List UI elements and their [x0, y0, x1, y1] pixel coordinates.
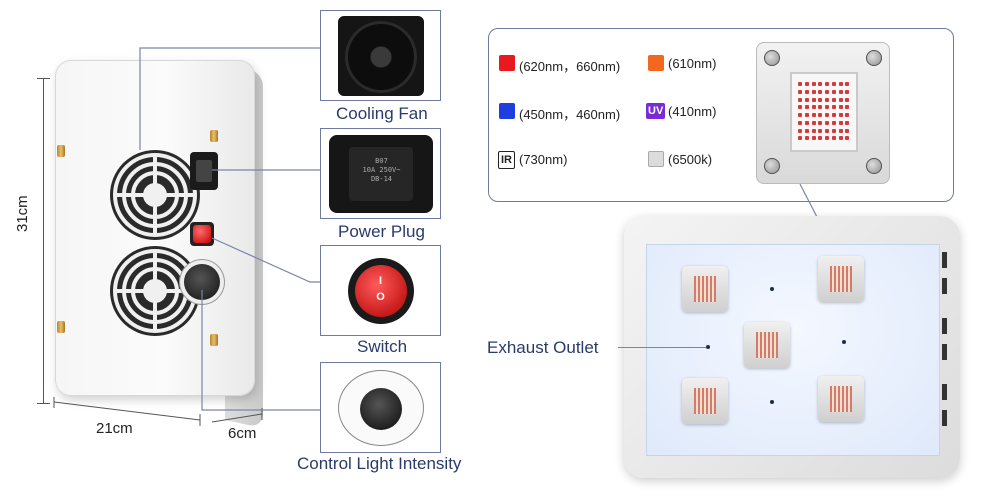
front-side-vent [942, 278, 947, 294]
legend-blue-text: (450nm，460nm) [519, 107, 621, 122]
cooling-fan-label: Cooling Fan [336, 104, 428, 123]
exhaust-hole [706, 345, 710, 349]
control-light-intensity-callout [320, 362, 441, 453]
control-light-intensity-label: Control Light Intensity [297, 454, 462, 473]
chip-screw [764, 158, 780, 174]
exhaust-hole [842, 340, 846, 344]
switch-marking-off: O [376, 290, 385, 303]
switch-marking-on: I [378, 274, 383, 287]
legend-ir-text: (730nm) [519, 152, 568, 167]
mounting-screw [210, 334, 218, 346]
chip-screw [866, 158, 882, 174]
front-side-vent [942, 410, 947, 426]
led-module [744, 322, 790, 368]
switch-callout: I O [320, 245, 441, 336]
plug-marking-code: DB-14 [370, 174, 393, 183]
base-dimension-lines [53, 397, 263, 426]
power-plug-callout: B07 10A 250V~ DB-14 [320, 128, 441, 219]
rear-fan-grill-bottom [110, 246, 200, 336]
rear-fan-grill-top [110, 150, 200, 240]
orange-swatch [648, 55, 664, 71]
led-module [818, 256, 864, 302]
ir-tag: IR [498, 151, 515, 169]
front-side-vent [942, 252, 947, 268]
switch-marking: I O [376, 273, 386, 305]
callout-connector-lines [139, 47, 320, 411]
led-diode-grid [798, 82, 850, 142]
plug-marking-rating: 10A 250V~ [362, 165, 401, 174]
dimmer-knob-icon [337, 369, 424, 446]
width-dimension-label: 21cm [96, 420, 133, 437]
legend-white-text: (6500k) [668, 152, 713, 167]
plug-marking-model: B07 [375, 156, 388, 165]
led-module [682, 378, 728, 424]
chip-screw [764, 50, 780, 66]
height-dimension-tick-bottom [37, 403, 50, 404]
mounting-screw [210, 130, 218, 142]
exhaust-outlet-label: Exhaust Outlet [487, 338, 599, 357]
uv-tag: UV [646, 103, 666, 119]
height-dimension-line [43, 78, 44, 404]
led-module [818, 376, 864, 422]
rocker-switch [190, 222, 214, 246]
power-plug-icon: B07 10A 250V~ DB-14 [328, 134, 433, 213]
plug-marking: B07 10A 250V~ DB-14 [361, 157, 403, 184]
power-socket [190, 152, 218, 190]
white-swatch [648, 151, 664, 167]
cooling-fan-icon [337, 15, 424, 96]
blue-swatch [499, 103, 515, 119]
led-module [682, 266, 728, 312]
chip-screw [866, 50, 882, 66]
front-side-vent [942, 318, 947, 334]
mounting-screw [57, 145, 65, 157]
depth-dimension-label: 6cm [228, 425, 257, 442]
exhaust-hole [770, 400, 774, 404]
cooling-fan-callout [320, 10, 441, 101]
mounting-screw [57, 321, 65, 333]
front-side-vent [942, 384, 947, 400]
legend-red-text: (620nm，660nm) [519, 59, 621, 74]
front-side-vent [942, 344, 947, 360]
red-swatch [499, 55, 515, 71]
legend-uv-text: (410nm) [668, 104, 717, 119]
power-plug-label: Power Plug [338, 222, 425, 241]
exhaust-outlet-pointer [618, 347, 706, 349]
height-dimension-tick-top [37, 78, 50, 79]
rocker-switch-icon: I O [347, 257, 414, 324]
legend-orange-text: (610nm) [668, 56, 717, 71]
exhaust-hole [770, 287, 774, 291]
switch-label: Switch [357, 337, 408, 356]
